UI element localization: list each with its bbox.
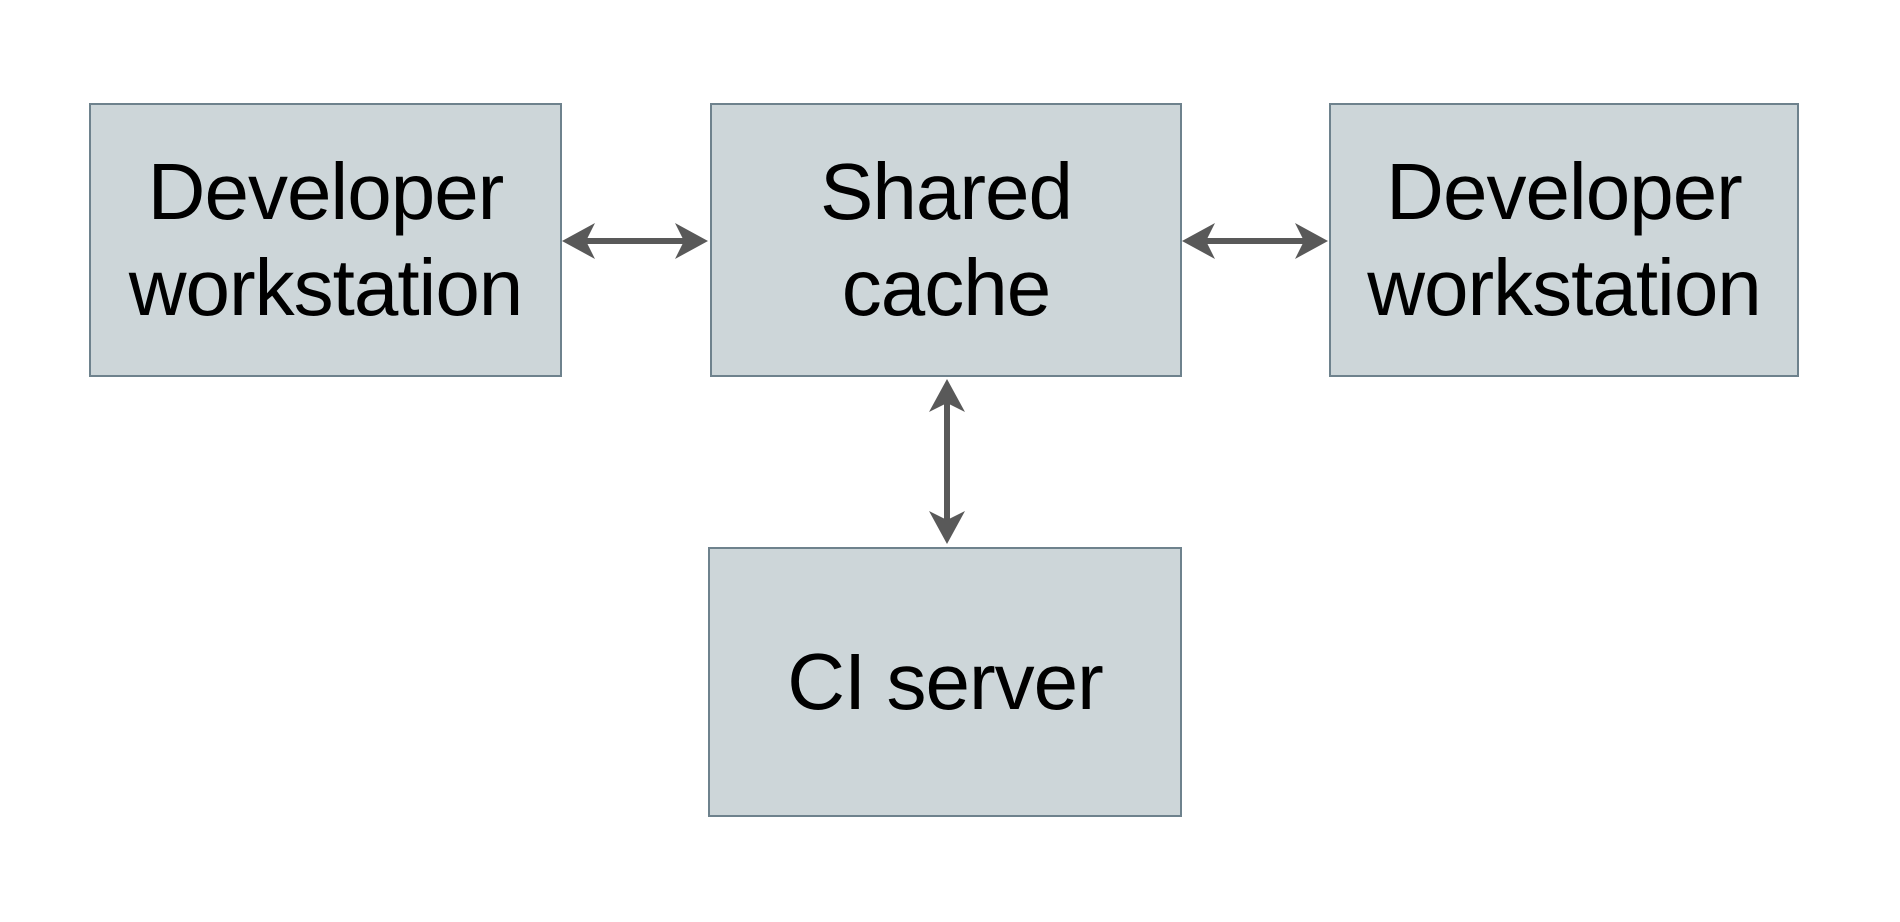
node-label: Shared cache	[820, 147, 1073, 332]
node-label: CI server	[787, 637, 1104, 726]
node-developer-workstation-right: Developer workstation	[1329, 103, 1799, 377]
double-arrow-vertical-icon	[929, 379, 965, 544]
node-shared-cache: Shared cache	[710, 103, 1182, 377]
double-arrow-horizontal-icon	[562, 223, 708, 259]
node-developer-workstation-left: Developer workstation	[89, 103, 562, 377]
bidirectional-arrow-dev-left-to-cache	[561, 218, 709, 264]
node-label: Developer workstation	[1367, 147, 1762, 332]
bidirectional-arrow-cache-to-dev-right	[1181, 218, 1329, 264]
bidirectional-arrow-cache-to-ci-server	[924, 378, 970, 545]
node-label: Developer workstation	[128, 147, 524, 332]
double-arrow-horizontal-icon	[1182, 223, 1328, 259]
node-ci-server: CI server	[708, 547, 1182, 817]
